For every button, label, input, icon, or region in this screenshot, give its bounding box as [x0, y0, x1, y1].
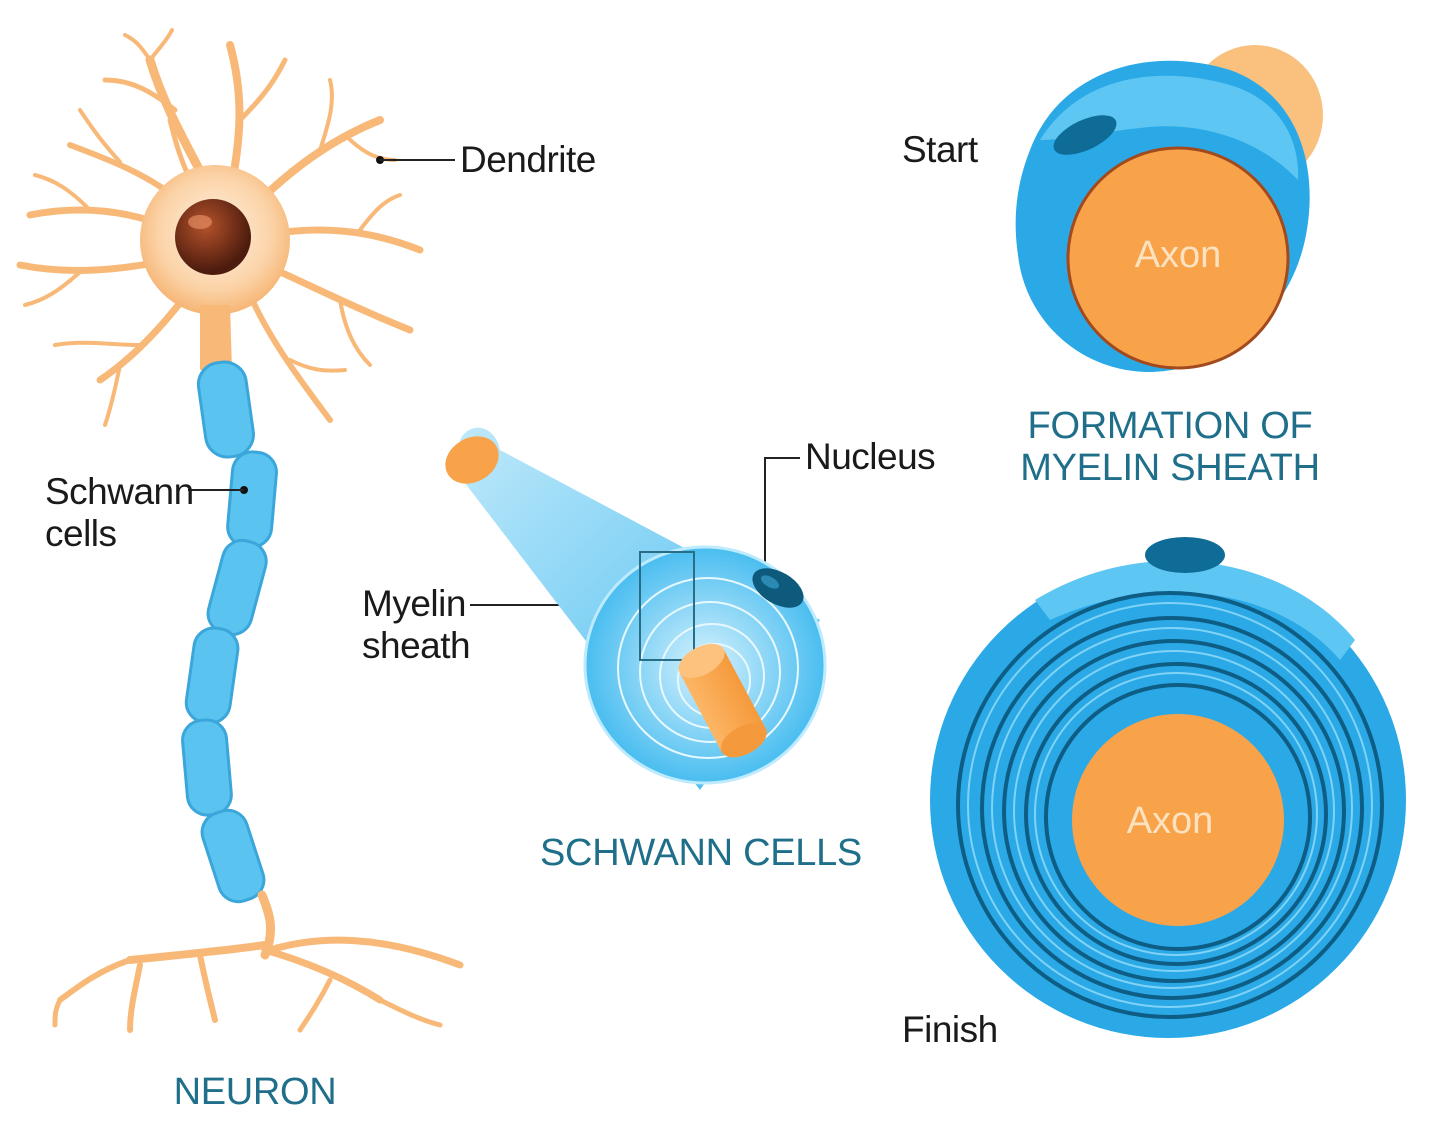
- start-axon-label: Axon: [1134, 234, 1222, 276]
- formation-start: [1015, 45, 1323, 373]
- start-nucleus: [1053, 115, 1117, 155]
- schwann-cells-caption: SCHWANN CELLS: [540, 832, 862, 874]
- schwann-cell-chain: [181, 360, 278, 904]
- neuron-nucleus: [175, 199, 251, 275]
- finish-spiral-layers: [956, 591, 1384, 1019]
- schwann-cell-3d: [445, 427, 827, 790]
- formation-caption-line2: MYELIN SHEATH: [1020, 447, 1320, 489]
- neuron-caption: NEURON: [173, 1071, 337, 1113]
- myelin-sheath-label-line1: Myelin: [362, 583, 466, 624]
- schwann-inner-axon: [678, 643, 767, 758]
- finish-axon-label: Axon: [1126, 800, 1214, 842]
- formation-caption-line1: FORMATION OF: [1027, 405, 1313, 447]
- finish-outer-flap: [1035, 560, 1355, 660]
- schwann-cells-label-line2: cells: [45, 513, 117, 554]
- schwann-axon-end: [445, 436, 499, 484]
- nucleus-label: Nucleus: [805, 436, 936, 477]
- inset-square: [639, 551, 695, 661]
- start-axon: [1066, 146, 1290, 370]
- formation-finish: [930, 537, 1406, 1038]
- axon-terminals: [52, 890, 464, 1033]
- myelin-sheath-label-line2: sheath: [362, 625, 471, 666]
- axon-hillock: [200, 305, 232, 370]
- dendrite-label: Dendrite: [460, 139, 596, 180]
- finish-nucleus: [1145, 537, 1225, 573]
- finish-label: Finish: [902, 1009, 998, 1050]
- finish-axon: [1072, 714, 1284, 926]
- leader-lines: [188, 159, 800, 606]
- neuron-illustration: [16, 28, 464, 1033]
- schwann-cells-label-line1: Schwann: [45, 471, 194, 512]
- start-label: Start: [902, 129, 978, 170]
